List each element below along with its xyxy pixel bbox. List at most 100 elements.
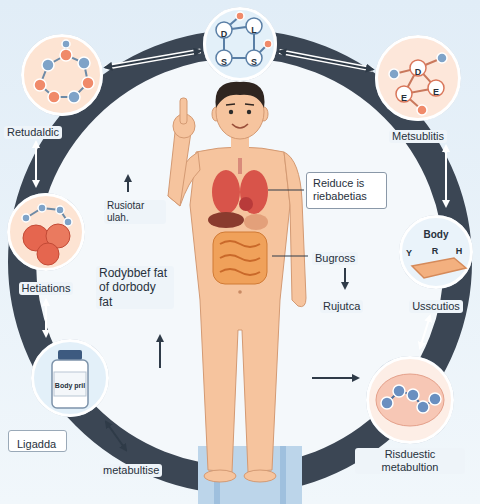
callout-box: Reiduce is riebabetias xyxy=(306,172,387,209)
molecule-part xyxy=(407,389,419,401)
connector-arrow xyxy=(279,52,373,70)
molecule-part xyxy=(401,217,472,288)
label-box: Ligadda xyxy=(8,430,67,452)
molecule-part xyxy=(21,34,103,116)
molecule-part xyxy=(393,385,405,397)
atom-letter: R xyxy=(432,246,439,257)
molecule-part xyxy=(376,374,444,426)
text-label: Rujutca xyxy=(320,300,363,313)
molecule-part xyxy=(264,40,272,48)
text-label: Rodybbef fat of dorbody fat xyxy=(96,266,174,309)
illustration-part xyxy=(344,268,346,288)
illustration-part xyxy=(280,446,286,504)
molecule-part xyxy=(236,12,244,20)
illustration-part xyxy=(244,214,268,230)
molecule-part xyxy=(7,193,85,271)
connector-halo xyxy=(279,52,373,70)
illustration-part xyxy=(238,290,242,294)
supplement-circle: Body pril xyxy=(30,338,110,418)
text-slot: E xyxy=(428,81,444,99)
circle-outline xyxy=(20,33,104,117)
molecule-part xyxy=(42,59,54,71)
molecule-part xyxy=(417,105,427,115)
text-slot: Body pril xyxy=(54,374,86,392)
molecule-part xyxy=(381,397,393,409)
molecule-part xyxy=(399,215,473,289)
illustration-part xyxy=(238,158,242,174)
molecule-part xyxy=(375,35,461,121)
text-label: Rusiotar ulah. xyxy=(104,200,166,224)
text-slot: Bugross xyxy=(312,248,372,266)
text-label: Bugross xyxy=(312,252,358,265)
molecule-part xyxy=(52,360,88,408)
molecule-part xyxy=(60,49,72,61)
molecule-part xyxy=(37,243,59,265)
molecule-circle: DLSS xyxy=(202,6,278,82)
molecule-part xyxy=(58,350,82,360)
illustration-part xyxy=(312,377,358,379)
text-slot: Retudaldic xyxy=(4,122,84,140)
circle-outline xyxy=(365,355,455,445)
circle-outline xyxy=(374,34,462,122)
molecule-part xyxy=(64,218,72,226)
circle-outline xyxy=(30,338,110,418)
atom-letter: Y xyxy=(406,248,412,259)
illustration-part xyxy=(127,176,129,192)
illustration-part xyxy=(168,132,191,206)
text-slot: Rusiotar ulah. xyxy=(104,200,166,225)
atom-letter: D xyxy=(415,67,422,78)
text-slot: S xyxy=(216,51,232,69)
text-slot: Rujutca xyxy=(320,296,380,314)
molecule-circle: DEEMetsublitis xyxy=(374,34,462,122)
molecule-part xyxy=(417,401,429,413)
illustration-part xyxy=(208,212,244,228)
molecule-part xyxy=(22,214,30,222)
text-slot: Body xyxy=(414,224,458,242)
molecule-part xyxy=(437,53,447,63)
atom-letter: L xyxy=(251,25,257,36)
molecule-part xyxy=(62,40,70,48)
illustration-part xyxy=(180,98,187,124)
connector-arrow xyxy=(105,51,200,68)
molecule-part xyxy=(203,7,277,81)
illustration-part xyxy=(268,189,304,190)
text-slot: D xyxy=(216,23,232,41)
tissue-circle: BodyYRHUsscutios xyxy=(398,214,474,290)
molecule-part xyxy=(78,57,90,69)
circle-heading: Metsublitis xyxy=(389,130,447,143)
text-slot: Hetiations xyxy=(10,278,82,296)
circle-outline xyxy=(6,192,86,272)
illustration-part xyxy=(106,422,126,450)
text-slot: Risduestic metabultion xyxy=(355,448,465,475)
box-content: Ligadda xyxy=(17,438,56,451)
circle-heading: Retudaldic xyxy=(4,126,62,139)
tissue-label: Body xyxy=(424,229,449,241)
text-slot: metabultise xyxy=(100,460,180,478)
text-slot: Metsublitis xyxy=(378,126,458,144)
atom-letter: D xyxy=(221,29,228,40)
molecule-part xyxy=(377,37,460,120)
atom-letter: E xyxy=(433,87,439,98)
molecule-part xyxy=(82,77,94,89)
illustration-part xyxy=(240,170,268,214)
illustration-part xyxy=(420,316,430,348)
circle-outline xyxy=(202,6,278,82)
box-content: Reiduce is riebabetias xyxy=(313,177,379,203)
molecule-part xyxy=(9,195,84,270)
illustration-part xyxy=(244,470,276,482)
illustration-part xyxy=(229,110,233,114)
molecule-part xyxy=(34,79,46,91)
illustration-part xyxy=(216,82,265,108)
molecule-part xyxy=(389,69,399,79)
molecule-part xyxy=(38,204,46,212)
molecule-part xyxy=(48,91,60,103)
atom-letter: S xyxy=(221,57,227,68)
illustration-part xyxy=(220,241,260,275)
illustration-part xyxy=(284,152,306,307)
connector-halo xyxy=(105,51,200,68)
molecule-part xyxy=(366,356,454,444)
illustration-part xyxy=(232,124,248,128)
molecule-part xyxy=(205,9,276,80)
